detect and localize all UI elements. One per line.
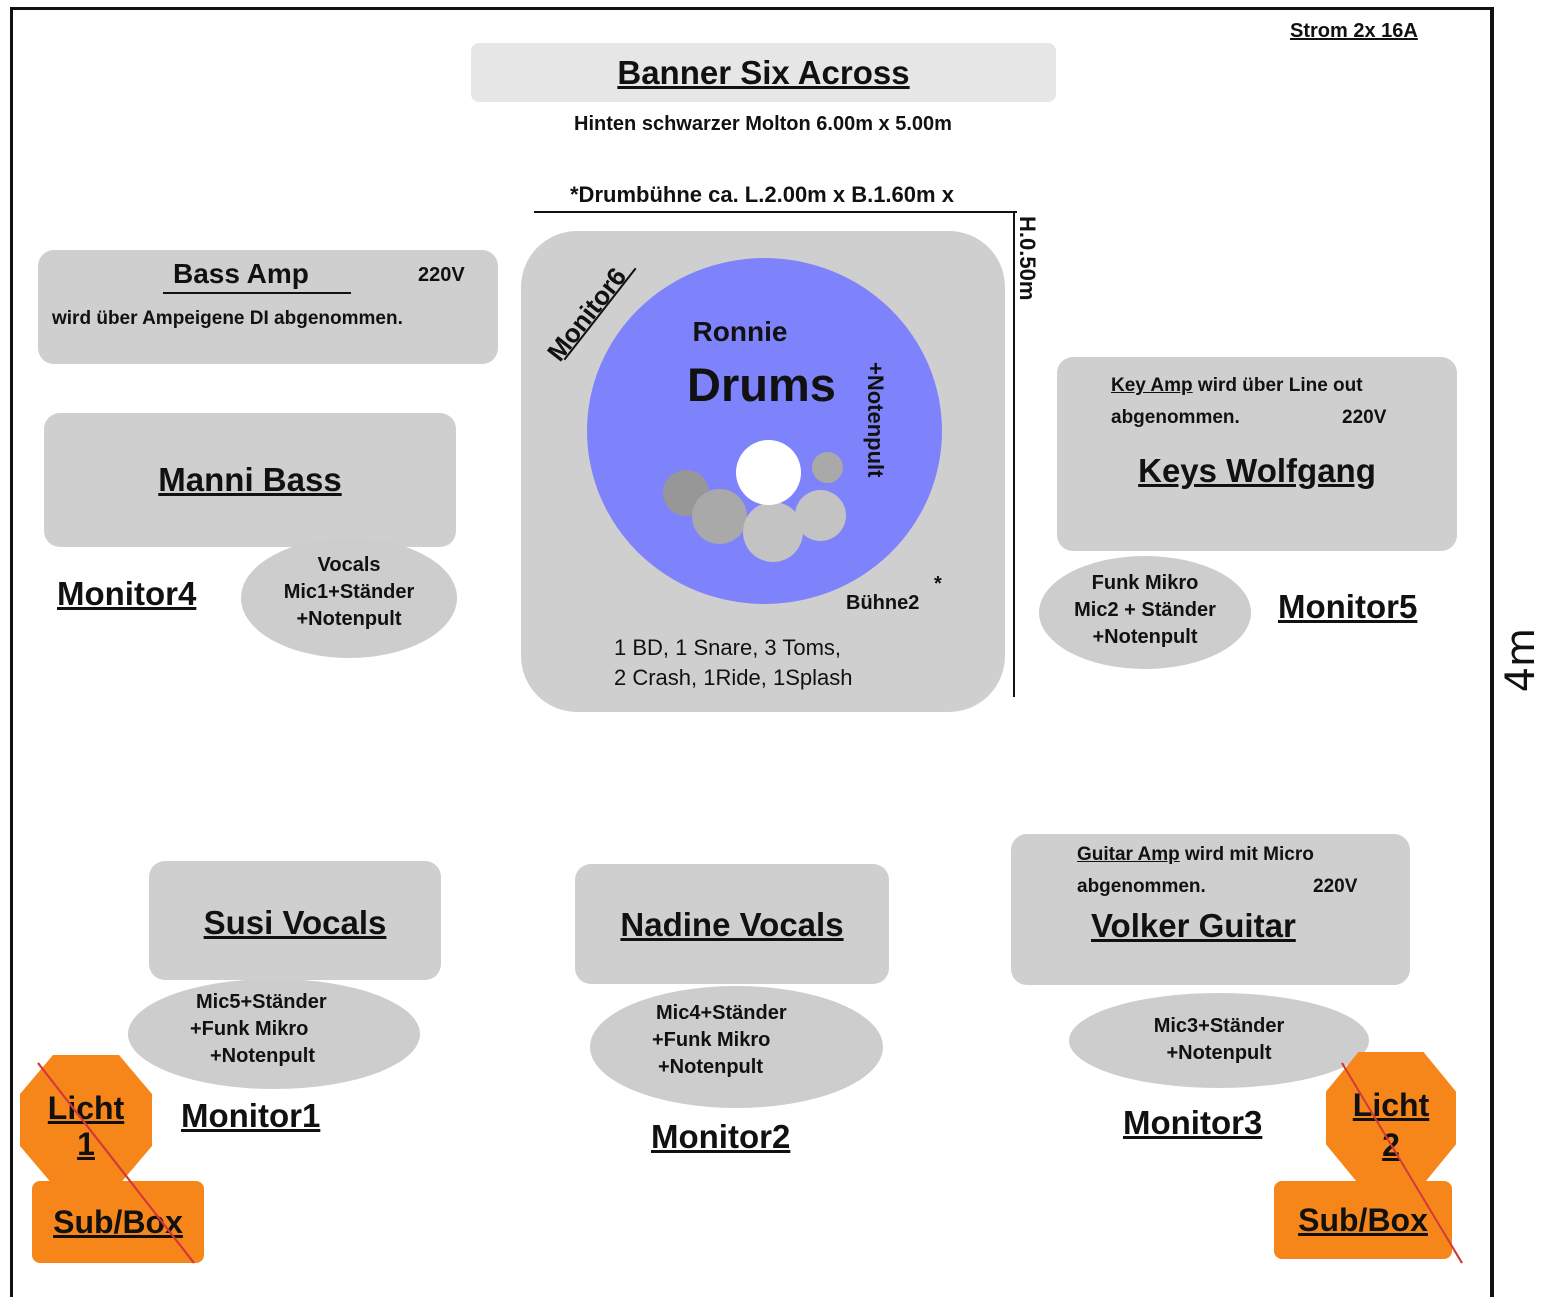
monitor5-label: Monitor5	[1278, 588, 1418, 625]
guitar-mic-line: +Notenpult	[1166, 1042, 1272, 1064]
bass-amp-title: Bass Amp	[173, 258, 309, 289]
riser-height-label: H.0.50m	[1015, 216, 1040, 301]
susi-box: Susi Vocals	[149, 861, 441, 980]
guitar-amp-note: Guitar Amp wird mit Micro	[1077, 844, 1314, 866]
guitar-amp-voltage: 220V	[1313, 876, 1358, 897]
keys-mic-ellipse: Funk Mikro Mic2 + Ständer +Notenpult	[1039, 556, 1251, 669]
nadine-mic-list: Mic4+Ständer +Funk Mikro +Notenpult	[652, 1000, 883, 1081]
guitar-amp-note2: abgenommen.	[1077, 876, 1206, 897]
bass-mic-line: Mic1+Ständer	[283, 581, 415, 603]
riser-dimension-label: *Drumbühne ca. L.2.00m x B.1.60m x	[570, 182, 954, 207]
light2-line: Licht	[1352, 1087, 1430, 1123]
keys-mic-line: +Notenpult	[1092, 626, 1198, 648]
guitar-amp-label: Guitar Amp	[1077, 844, 1180, 865]
guitar-box: Guitar Amp wird mit Micro abgenommen. 22…	[1011, 834, 1410, 985]
keys-amp-voltage: 220V	[1342, 407, 1387, 428]
light2-line: 2	[1382, 1127, 1400, 1163]
nadine-box: Nadine Vocals	[575, 864, 889, 984]
monitor4-label: Monitor4	[57, 575, 197, 612]
stage-outline	[10, 7, 1494, 1297]
keys-mic-line: Mic2 + Ständer	[1074, 599, 1216, 621]
susi-mic-line: Mic5+Ständer	[196, 991, 327, 1013]
keys-amp-note: Key Amp wird über Line out	[1111, 375, 1363, 397]
keys-amp-label: Key Amp	[1111, 375, 1193, 396]
bass-mic-ellipse: Vocals Mic1+Ständer +Notenpult	[241, 538, 457, 658]
monitor1-label: Monitor1	[181, 1097, 321, 1134]
banner-box: Banner Six Across	[471, 43, 1056, 102]
bass-player-box: Manni Bass	[44, 413, 456, 547]
nadine-mic-line: Mic4+Ständer	[656, 1002, 787, 1024]
keys-amp-note2: abgenommen.	[1111, 407, 1240, 428]
bass-player-title: Manni Bass	[158, 461, 342, 498]
bass-amp-voltage: 220V	[418, 264, 465, 286]
strike-lines	[37, 1062, 1463, 1264]
sub-box-right: Sub/Box	[1274, 1181, 1452, 1259]
stage2-label: Bühne2	[846, 592, 920, 614]
monitor3-label: Monitor3	[1123, 1104, 1263, 1141]
bass-amp-box: Bass Amp 220V wird über Ampeigene DI abg…	[38, 250, 498, 364]
nadine-mic-line: +Funk Mikro	[652, 1029, 771, 1051]
keys-mic-list: Funk Mikro Mic2 + Ständer +Notenpult	[1039, 570, 1251, 651]
banner-title: Banner Six Across	[617, 54, 910, 91]
keys-box: Key Amp wird über Line out abgenommen. 2…	[1057, 357, 1457, 551]
backdrop-label: Hinten schwarzer Molton 6.00m x 5.00m	[574, 113, 952, 135]
cymbal-splash	[812, 452, 843, 483]
bass-amp-underline	[163, 292, 351, 294]
susi-title: Susi Vocals	[203, 904, 387, 941]
drum-kit-list: 1 BD, 1 Snare, 3 Toms, 2 Crash, 1Ride, 1…	[614, 633, 852, 693]
guitar-amp-note-text: wird mit Micro	[1179, 844, 1314, 865]
tom-floor	[692, 489, 747, 544]
bass-mic-line: Vocals	[317, 554, 381, 576]
depth-label: 4m	[1498, 628, 1544, 693]
nadine-title: Nadine Vocals	[620, 906, 844, 943]
guitar-mic-ellipse: Mic3+Ständer +Notenpult	[1069, 993, 1369, 1088]
guitar-mic-list: Mic3+Ständer +Notenpult	[1069, 1013, 1369, 1067]
sub-box-right-label: Sub/Box	[1298, 1202, 1428, 1238]
bass-amp-note: wird über Ampeigene DI abgenommen.	[52, 308, 403, 329]
monitor2-label: Monitor2	[651, 1118, 791, 1155]
bass-mic-line: +Notenpult	[296, 608, 402, 630]
snare-drum	[743, 502, 803, 562]
power-label: Strom 2x 16A	[1290, 20, 1418, 42]
drums-notenpult-label: +Notenpult	[863, 362, 888, 478]
guitar-player-title: Volker Guitar	[1091, 907, 1296, 944]
guitar-mic-line: Mic3+Ständer	[1153, 1015, 1285, 1037]
susi-mic-line: +Funk Mikro	[190, 1018, 309, 1040]
tom-high	[795, 490, 846, 541]
drummer-name: Ronnie	[692, 316, 788, 347]
light1-strike-line	[37, 1062, 195, 1264]
stage2-mark: *	[934, 573, 942, 595]
keys-mic-line: Funk Mikro	[1091, 572, 1199, 594]
riser-dimension-line-side	[1013, 212, 1015, 697]
riser-dimension-line-top	[534, 211, 1017, 213]
bass-mic-list: Vocals Mic1+Ständer +Notenpult	[241, 552, 457, 633]
susi-mic-line: +Notenpult	[210, 1045, 315, 1067]
keys-amp-note-text: wird über Line out	[1192, 375, 1363, 396]
light2-label: Licht 2	[1326, 1085, 1456, 1165]
bass-drum	[736, 440, 801, 505]
nadine-mic-line: +Notenpult	[658, 1056, 763, 1078]
depth-label-clip: 4m	[1496, 628, 1544, 708]
susi-mic-list: Mic5+Ständer +Funk Mikro +Notenpult	[190, 989, 420, 1070]
drum-kit-line-2: 2 Crash, 1Ride, 1Splash	[614, 665, 853, 690]
drums-title: Drums	[687, 358, 836, 411]
drum-kit-line-1: 1 BD, 1 Snare, 3 Toms,	[614, 635, 842, 660]
keys-player-title: Keys Wolfgang	[1138, 452, 1376, 489]
nadine-mic-ellipse: Mic4+Ständer +Funk Mikro +Notenpult	[590, 986, 883, 1108]
